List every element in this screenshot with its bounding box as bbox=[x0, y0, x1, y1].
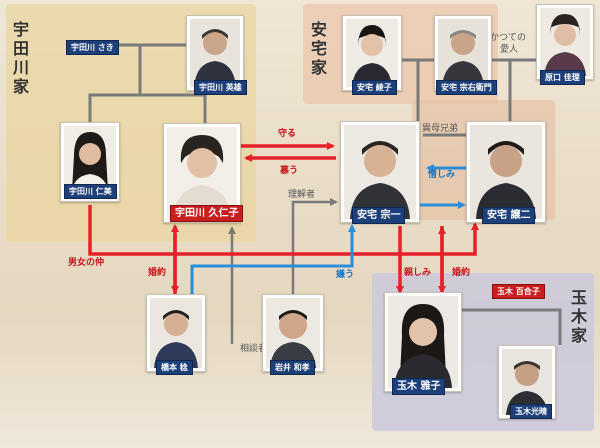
nameplate-udagawa-saki: 宇田川 さき bbox=[66, 40, 119, 55]
person-icon bbox=[388, 296, 458, 388]
nameplate-udagawa-hideo: 宇田川 英雄 bbox=[194, 80, 247, 95]
person-icon bbox=[346, 19, 398, 87]
nameplate-ataku-soichi: 安宅 宗一 bbox=[352, 207, 405, 224]
yuriko-to-mitsuharu bbox=[495, 310, 560, 345]
person-icon bbox=[540, 8, 590, 76]
relation-kirau: 嫌う bbox=[336, 270, 354, 281]
nameplate-udagawa-hitomi: 宇田川 仁美 bbox=[64, 184, 117, 199]
person-icon bbox=[150, 298, 202, 368]
relation-konyaku-1: 婚約 bbox=[148, 268, 166, 279]
relation-ibo-kyodai: 異母兄弟 bbox=[422, 124, 458, 135]
nameplate-tamaki-mitsuharu: 玉木光晴 bbox=[510, 404, 552, 419]
nameplate-ataku-muneemon: 安宅 宗右衛門 bbox=[436, 80, 497, 95]
rikaisha-arrow bbox=[293, 202, 336, 294]
relation-nikushimi: 憎しみ bbox=[428, 170, 455, 181]
person-icon bbox=[438, 19, 488, 87]
person-icon bbox=[266, 298, 320, 368]
nameplate-iwai-kazutaka: 岩井 和孝 bbox=[270, 360, 315, 375]
portrait-haraguchi-keiri[interactable] bbox=[536, 4, 594, 80]
relation-aijin: 愛人 bbox=[500, 45, 518, 56]
relation-katsute-no: かつての bbox=[490, 33, 526, 44]
nameplate-hashimoto-minoru: 橋本 稔 bbox=[156, 360, 193, 375]
person-icon bbox=[470, 125, 542, 219]
relation-rikaisha: 理解者 bbox=[288, 190, 315, 201]
relation-konyaku-2: 婚約 bbox=[452, 268, 470, 279]
nameplate-tamaki-masako: 玉木 雅子 bbox=[392, 378, 445, 395]
to-kuniko bbox=[140, 95, 205, 125]
udagawa-children-down bbox=[90, 45, 140, 122]
nameplate-ataku-joji: 安宅 譲二 bbox=[482, 207, 535, 224]
person-icon bbox=[344, 125, 416, 219]
relation-shitashimi: 親しみ bbox=[404, 268, 431, 279]
nameplate-haraguchi-keiri: 原口 佳理 bbox=[540, 70, 585, 85]
nameplate-ataku-ayako: 安宅 綾子 bbox=[352, 80, 397, 95]
person-icon bbox=[190, 19, 240, 87]
nameplate-udagawa-kuniko: 宇田川 久仁子 bbox=[170, 205, 243, 222]
relation-shitau: 慕う bbox=[280, 166, 298, 177]
portrait-tamaki-masako[interactable] bbox=[384, 292, 462, 392]
kirau-arrow bbox=[192, 226, 352, 294]
relation-mamoru: 守る bbox=[278, 129, 296, 140]
nameplate-tamaki-yuriko: 玉木 百合子 bbox=[492, 284, 545, 299]
relation-danjo-no-naka: 男女の仲 bbox=[68, 258, 104, 269]
